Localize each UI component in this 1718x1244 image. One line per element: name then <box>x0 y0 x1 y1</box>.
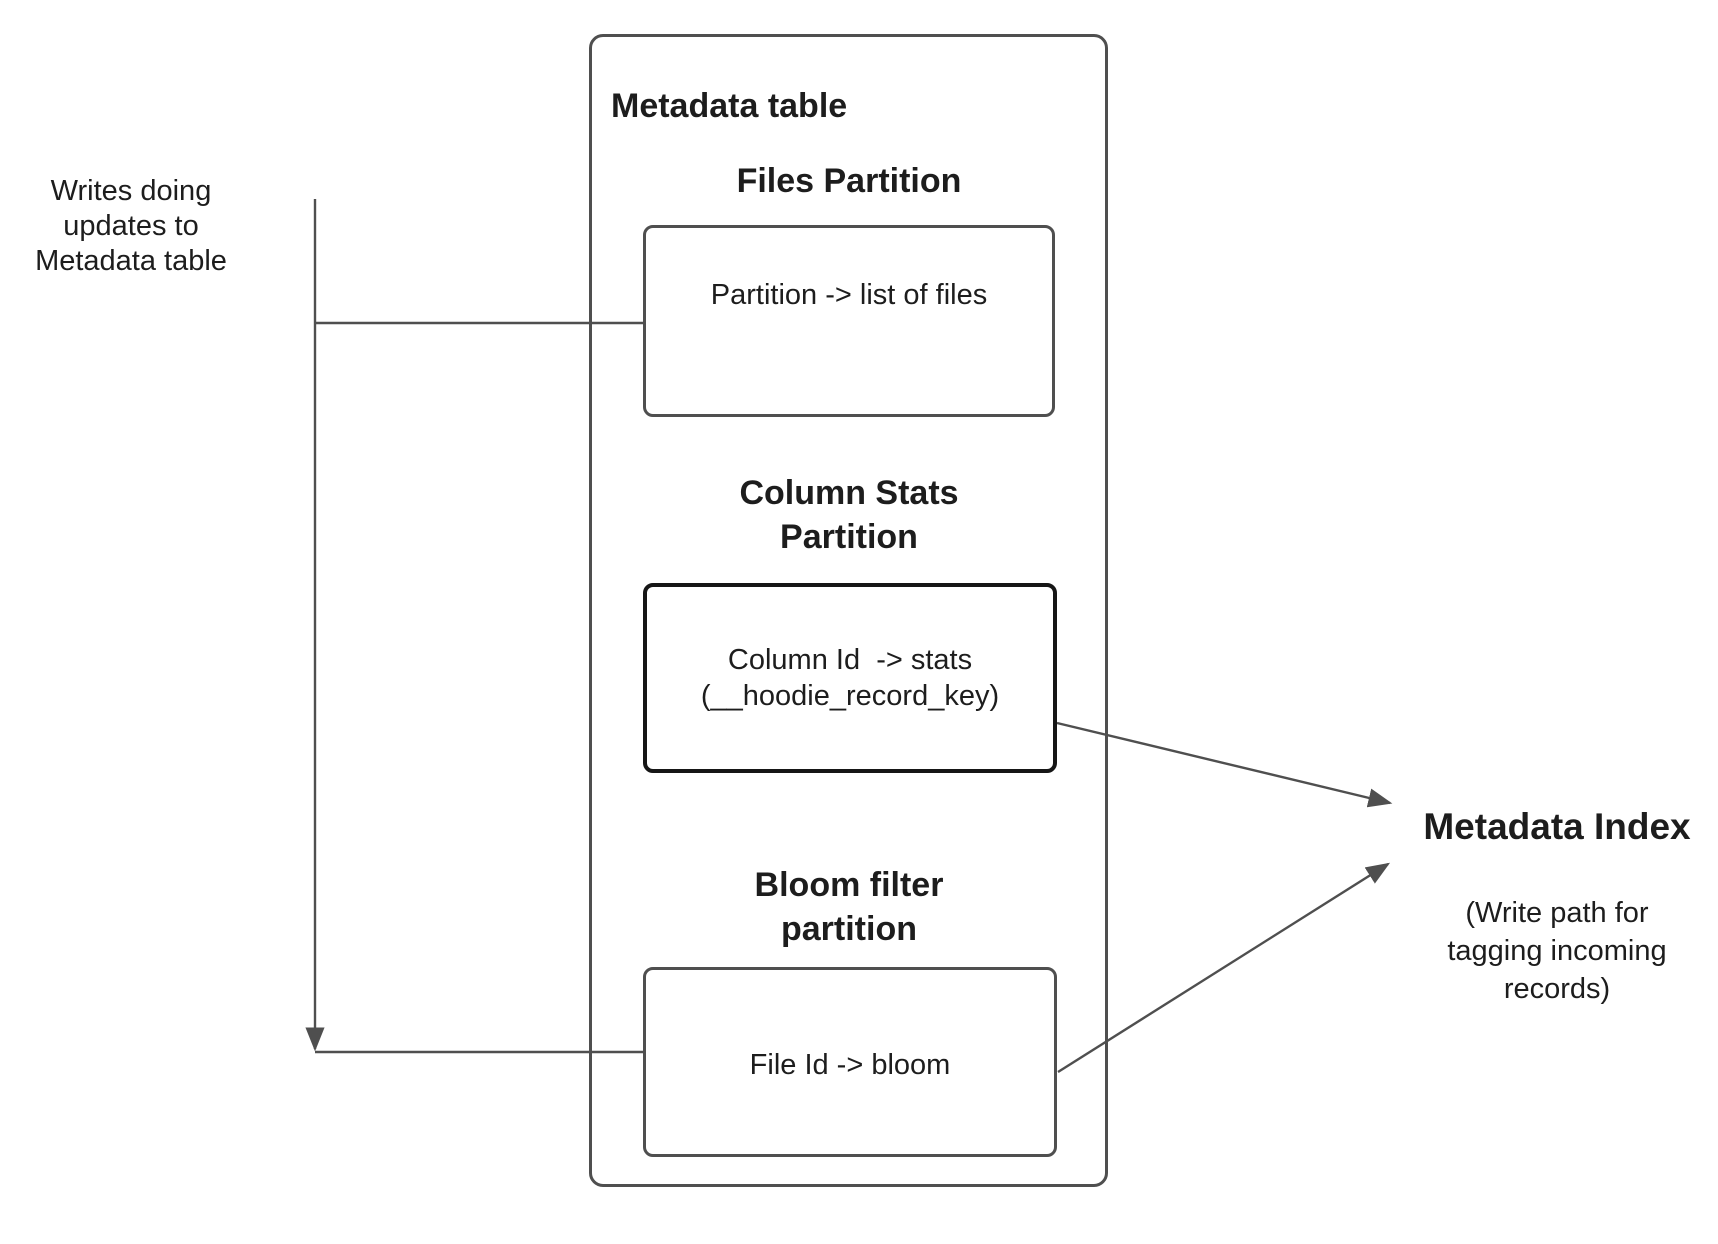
files-partition-mapping: Partition -> list of files <box>710 279 988 311</box>
writes-note: Writes doing updates to Metadata table <box>35 175 227 277</box>
bloom-filter-partition-mapping: File Id -> bloom <box>749 1049 951 1081</box>
column-stats-partition-box: Column Id -> stats (__hoodie_record_key) <box>643 583 1057 773</box>
column-stats-partition-heading: Column Stats Partition <box>739 474 959 556</box>
metadata-index-subtitle: (Write path for tagging incoming records… <box>1447 897 1667 1005</box>
metadata-index-title: Metadata Index <box>1423 806 1691 847</box>
metadata-table-title: Metadata table <box>611 87 848 125</box>
files-partition-box: Partition -> list of files <box>643 225 1055 417</box>
bloom-filter-partition-box: File Id -> bloom <box>643 967 1057 1157</box>
bloom-filter-partition-heading: Bloom filter partition <box>754 866 944 948</box>
column-stats-partition-mapping: Column Id -> stats (__hoodie_record_key) <box>700 644 1000 712</box>
files-partition-heading: Files Partition <box>736 162 962 200</box>
metadata-table-box <box>589 34 1108 1187</box>
